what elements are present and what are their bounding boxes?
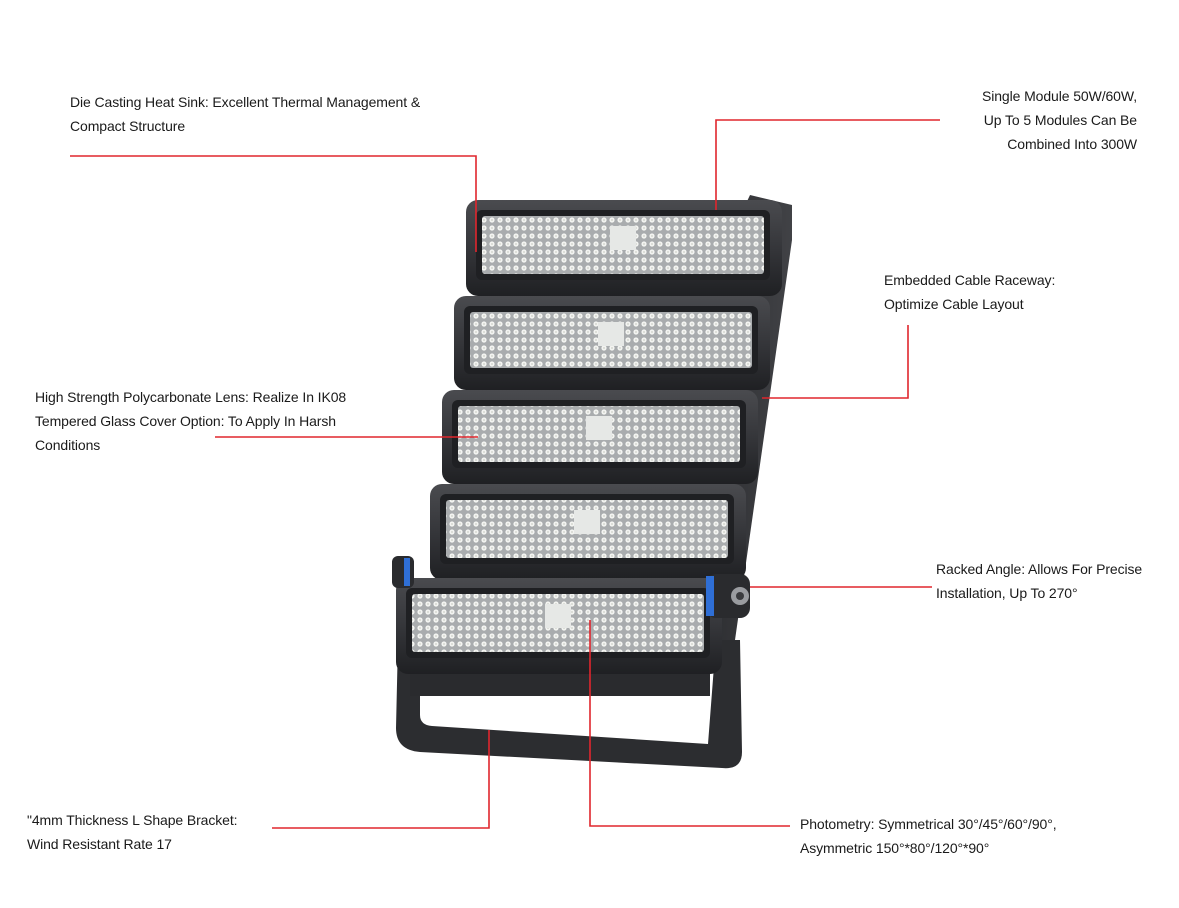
led-module <box>454 296 770 390</box>
callout-line: Installation, Up To 270° <box>936 585 1078 601</box>
lens-center-block <box>586 416 612 440</box>
callout-line: Compact Structure <box>70 118 186 134</box>
callout-line: Die Casting Heat Sink: Excellent Thermal… <box>70 94 421 110</box>
lens-center-block <box>574 510 600 534</box>
led-module <box>442 390 758 484</box>
callout-racked-angle: Racked Angle: Allows For Precise Install… <box>936 557 1142 605</box>
right-rotation-knob <box>706 574 750 618</box>
callout-heat-sink: Die Casting Heat Sink: Excellent Thermal… <box>70 90 420 138</box>
led-module <box>466 200 782 296</box>
callout-line: Optimize Cable Layout <box>884 296 1024 312</box>
left-rotation-knob <box>392 556 414 588</box>
callout-lens: High Strength Polycarbonate Lens: Realiz… <box>35 385 346 457</box>
callout-line: Racked Angle: Allows For Precise <box>936 561 1143 577</box>
lens-center-block <box>610 226 636 250</box>
callout-line: "4mm Thickness L Shape Bracket: <box>27 812 238 828</box>
callout-line: High Strength Polycarbonate Lens: Realiz… <box>35 389 347 405</box>
callout-line: Tempered Glass Cover Option: To Apply In… <box>35 413 336 429</box>
callout-line: Combined Into 300W <box>1007 136 1137 152</box>
led-module <box>430 484 746 580</box>
callout-line: Photometry: Symmetrical 30°/45°/60°/90°, <box>800 816 1057 832</box>
callout-photometry: Photometry: Symmetrical 30°/45°/60°/90°,… <box>800 812 1057 860</box>
callout-module-power: Single Module 50W/60W, Up To 5 Modules C… <box>982 84 1137 156</box>
l-shape-bracket <box>396 640 742 769</box>
led-module <box>396 578 722 674</box>
callout-bracket: "4mm Thickness L Shape Bracket: Wind Res… <box>27 808 238 856</box>
callout-line: Single Module 50W/60W, <box>982 88 1137 104</box>
led-modules <box>396 200 782 674</box>
callout-line: Wind Resistant Rate 17 <box>27 836 172 852</box>
leader-line-heatsink <box>70 155 477 252</box>
callout-cable-raceway: Embedded Cable Raceway: Optimize Cable L… <box>884 268 1055 316</box>
leader-line-photometry <box>589 620 790 827</box>
leader-lines <box>70 119 940 829</box>
leader-line-bracket <box>272 730 490 829</box>
leader-line-module <box>715 119 940 210</box>
lens-center-block <box>545 604 571 628</box>
callout-line: Embedded Cable Raceway: <box>884 272 1056 288</box>
lens-center-block <box>598 322 624 346</box>
callout-line: Conditions <box>35 437 101 453</box>
callout-line: Up To 5 Modules Can Be <box>983 112 1137 128</box>
leader-line-cable <box>762 325 909 399</box>
callout-line: Asymmetric 150°*80°/120°*90° <box>800 840 990 856</box>
